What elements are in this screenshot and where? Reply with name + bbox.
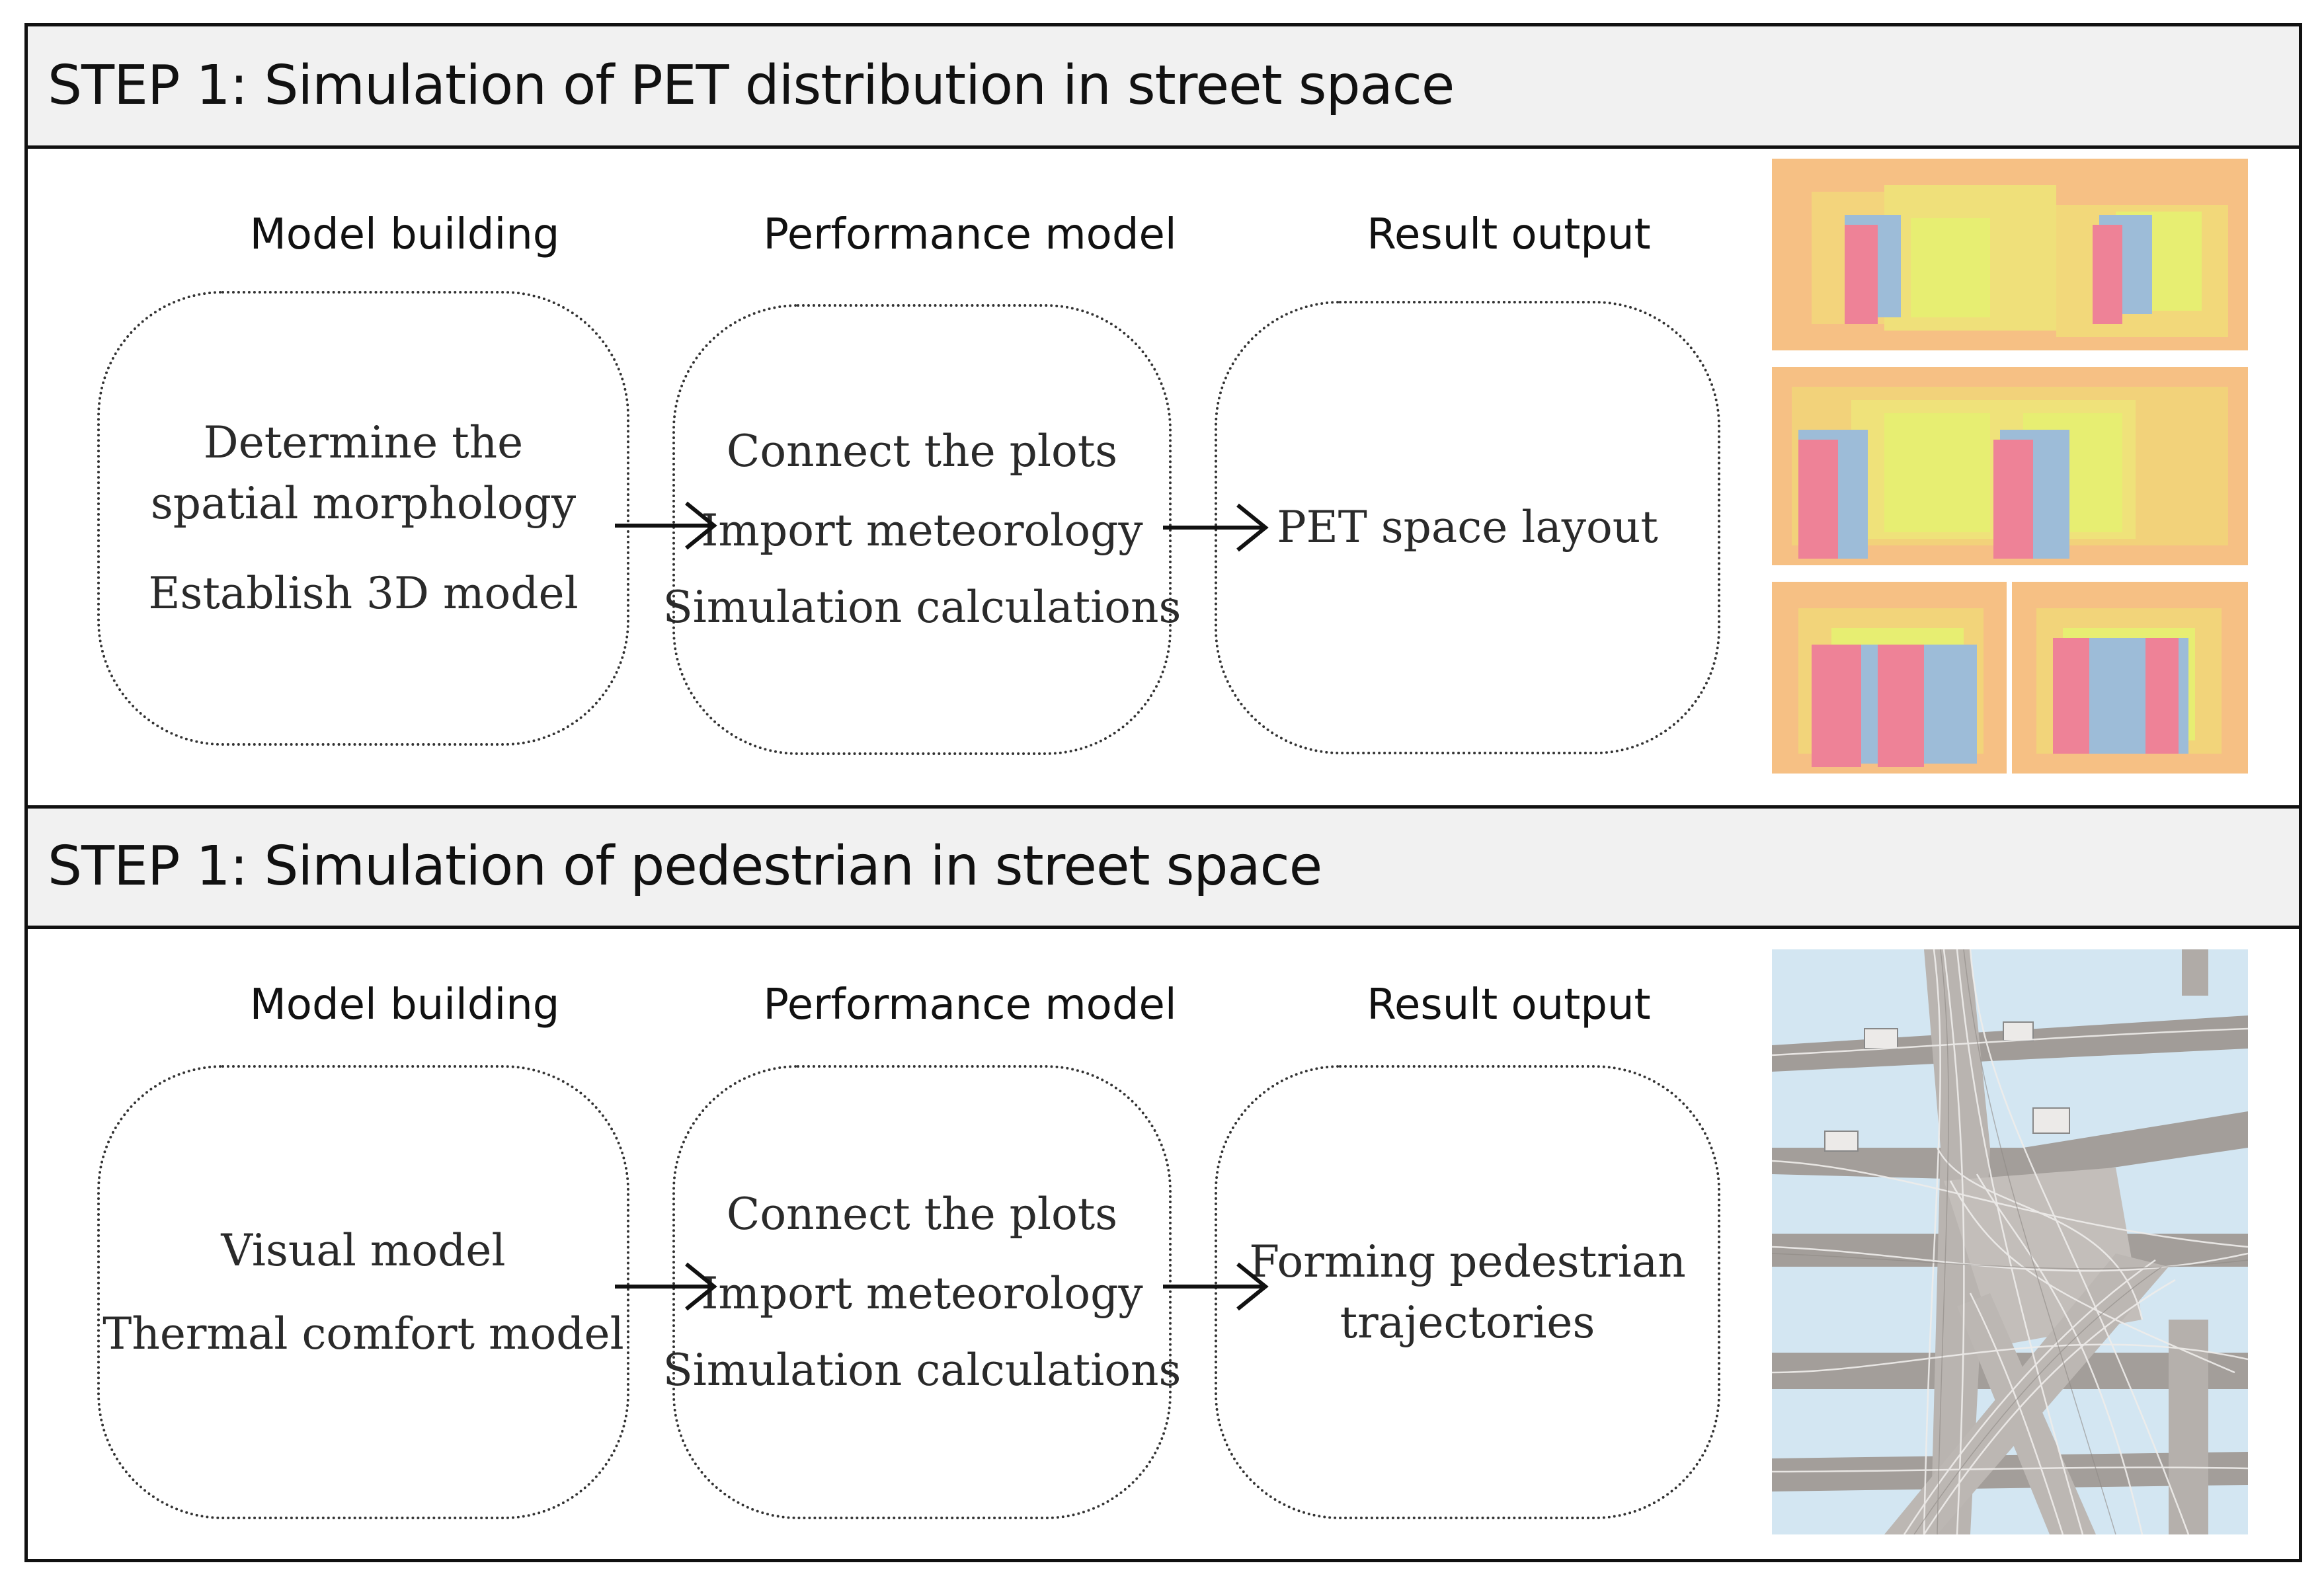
pet-col-result-output: Result output	[1367, 210, 1651, 259]
ped-step-title: STEP 1: Simulation of pedestrian in stre…	[48, 835, 1322, 898]
pet-step-banner: STEP 1: Simulation of PET distribution i…	[28, 26, 2299, 149]
pet-result-line: PET space layout	[1277, 502, 1658, 553]
pedestrian-simulation-panel: STEP 1: Simulation of pedestrian in stre…	[24, 805, 2302, 1562]
ped-performance-model-box: Connect the plots Import meteorology Sim…	[663, 1065, 1181, 1519]
pet-perf-line: Simulation calculations	[662, 582, 1182, 633]
pet-col-model-building: Model building	[249, 210, 560, 259]
pet-distribution-maps-icon	[1772, 159, 2248, 774]
pet-model-building-box: Determine the spatial morphology Establi…	[97, 291, 629, 746]
pet-model-line: spatial morphology	[150, 478, 577, 529]
pet-simulation-panel: STEP 1: Simulation of PET distribution i…	[24, 23, 2302, 813]
pet-performance-model-box: Connect the plots Import meteorology Sim…	[663, 304, 1181, 755]
ped-perf-line: Connect the plots	[726, 1188, 1118, 1240]
pet-result-output-box: PET space layout	[1215, 301, 1720, 754]
ped-model-building-box: Visual model Thermal comfort model	[97, 1065, 629, 1519]
ped-result-output-box: Forming pedestrian trajectories	[1215, 1065, 1720, 1519]
pet-arrow-1-icon	[615, 501, 717, 550]
pet-step-title: STEP 1: Simulation of PET distribution i…	[48, 54, 1455, 117]
ped-result-line: Forming pedestrian	[1249, 1236, 1686, 1287]
ped-result-line: trajectories	[1340, 1296, 1595, 1348]
pet-perf-line: Import meteorology	[701, 505, 1143, 556]
pet-perf-line: Connect the plots	[726, 426, 1118, 477]
ped-col-performance-model: Performance model	[763, 980, 1177, 1029]
ped-perf-line: Simulation calculations	[662, 1344, 1182, 1396]
pet-arrow-2-icon	[1163, 503, 1269, 552]
ped-arrow-1-icon	[615, 1262, 717, 1311]
ped-perf-line: Import meteorology	[701, 1267, 1143, 1319]
pet-model-line: Establish 3D model	[148, 568, 579, 619]
ped-col-result-output: Result output	[1367, 980, 1651, 1029]
ped-step-banner: STEP 1: Simulation of pedestrian in stre…	[28, 809, 2299, 929]
pet-model-line: Determine the	[203, 417, 524, 468]
pet-col-performance-model: Performance model	[763, 210, 1177, 259]
ped-model-line: Thermal comfort model	[102, 1308, 624, 1359]
ped-arrow-2-icon	[1163, 1262, 1269, 1311]
pedestrian-trajectory-map-icon	[1772, 949, 2248, 1534]
ped-col-model-building: Model building	[249, 980, 560, 1029]
ped-model-line: Visual model	[221, 1224, 506, 1276]
